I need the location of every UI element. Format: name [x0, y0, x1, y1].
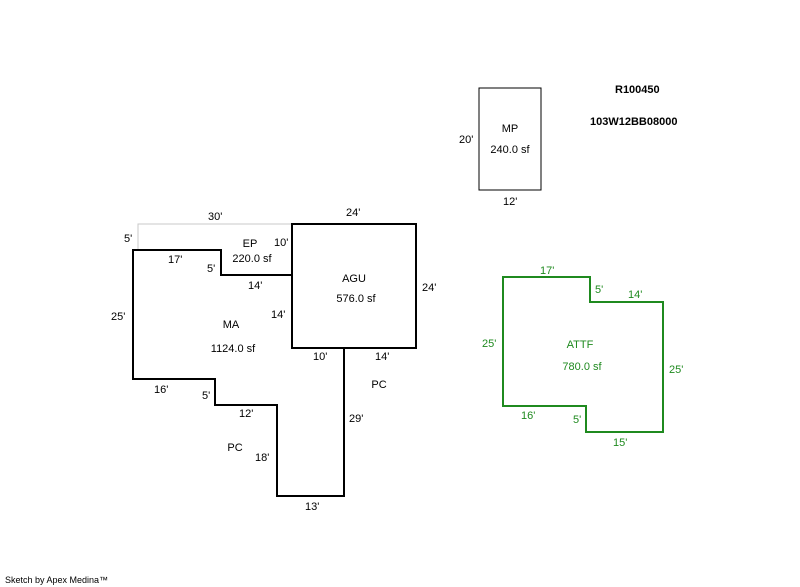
dim-agu-bottom-left: 10'	[313, 351, 327, 363]
dim-agu-left-lower: 14'	[271, 309, 285, 321]
dim-attf-bottom-step: 5'	[573, 414, 581, 426]
dim-attf-step: 5'	[595, 284, 603, 296]
agu-area: 576.0 sf	[336, 293, 376, 305]
dim-mp-bottom: 12'	[503, 196, 517, 208]
dim-pc-step: 5'	[202, 390, 210, 402]
ma-pc-outline	[132, 249, 345, 497]
dim-ma-bottom: 16'	[154, 384, 168, 396]
account-number: R100450	[615, 84, 660, 96]
ep-label: EP	[243, 238, 258, 250]
map-tax-lot: 103W12BB08000	[590, 116, 677, 128]
ma-area: 1124.0 sf	[211, 343, 256, 355]
dim-ma-step: 5'	[207, 263, 215, 275]
ep-area: 220.0 sf	[232, 253, 272, 265]
dim-ma-left: 25'	[111, 311, 125, 323]
dim-pc-left: 18'	[255, 452, 269, 464]
dim-attf-bottom-right: 15'	[613, 437, 627, 449]
dim-pc-mid: 12'	[239, 408, 253, 420]
pc-label-right: PC	[371, 379, 386, 391]
sketch-credit: Sketch by Apex Medina™	[5, 575, 109, 585]
pc-label-left: PC	[227, 442, 242, 454]
mp-outline	[478, 87, 542, 191]
dim-attf-top: 17'	[540, 265, 554, 277]
dim-attf-top-right: 14'	[628, 289, 642, 301]
mp-label: MP	[502, 123, 519, 135]
dim-pc-bottom: 13'	[305, 501, 319, 513]
dim-ep-left: 5'	[124, 233, 132, 245]
dim-ma-top: 17'	[168, 254, 182, 266]
attf-outline	[502, 276, 664, 433]
dim-attf-right: 25'	[669, 364, 683, 376]
dim-attf-bottom: 16'	[521, 410, 535, 422]
dim-attf-left: 25'	[482, 338, 496, 350]
attf-area: 780.0 sf	[562, 361, 602, 373]
dim-ma-mid: 14'	[248, 280, 262, 292]
dim-ep-right: 10'	[274, 237, 288, 249]
agu-label: AGU	[342, 273, 366, 285]
dim-pc-right: 29'	[349, 413, 363, 425]
dim-agu-bottom-right: 14'	[375, 351, 389, 363]
ep-outline	[137, 223, 292, 249]
attf-label: ATTF	[567, 339, 594, 351]
ma-label: MA	[223, 319, 240, 331]
dim-agu-right: 24'	[422, 282, 436, 294]
dim-agu-top: 24'	[346, 207, 360, 219]
dim-mp-left: 20'	[459, 134, 473, 146]
dim-ep-top: 30'	[208, 211, 222, 223]
mp-area: 240.0 sf	[490, 144, 530, 156]
agu-outline	[291, 223, 417, 349]
